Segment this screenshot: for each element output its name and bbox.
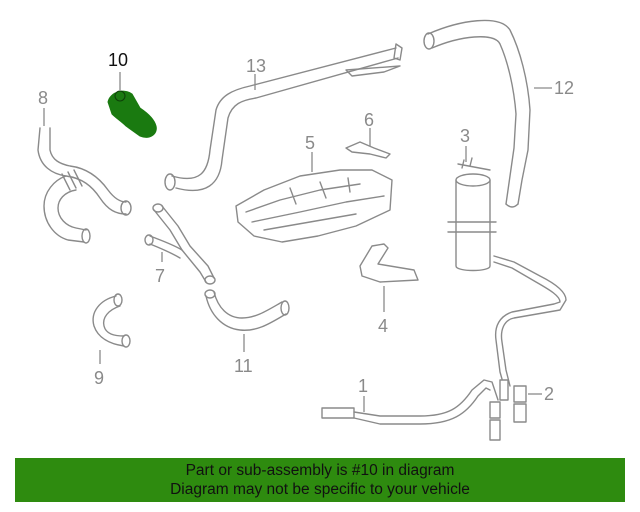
part-11-hose[interactable]: [204, 289, 290, 331]
callout-7: 7: [155, 266, 165, 286]
parts-diagram: 8 13 12 5 6 3 7 9 11 4 2 1 10: [37, 19, 574, 441]
leader-lines: [43, 72, 552, 412]
footer-banner: Part or sub-assembly is #10 in diagram D…: [15, 458, 625, 502]
callout-13: 13: [246, 56, 266, 76]
callout-8: 8: [38, 88, 48, 108]
footer-line-1: Part or sub-assembly is #10 in diagram: [185, 462, 455, 479]
callout-2: 2: [544, 384, 554, 404]
part-4-clip[interactable]: [359, 243, 419, 283]
callout-4: 4: [378, 316, 388, 336]
part-9-hose[interactable]: [92, 293, 131, 348]
footer-line-2: Diagram may not be specific to your vehi…: [170, 481, 470, 498]
callout-5: 5: [305, 133, 315, 153]
part-13-vent-tube[interactable]: [164, 43, 403, 192]
part-2-sensor[interactable]: [493, 255, 567, 423]
callout-10: 10: [108, 50, 128, 70]
callout-1: 1: [358, 376, 368, 396]
part-7-y-pipe[interactable]: [144, 203, 216, 285]
part-10-elbow-hose[interactable]: [107, 90, 157, 138]
callout-3: 3: [460, 126, 470, 146]
part-1-sensor[interactable]: [321, 379, 501, 441]
callout-6: 6: [364, 110, 374, 130]
part-12-hose[interactable]: [423, 19, 531, 208]
part-5-fuel-tank[interactable]: [235, 169, 393, 243]
part-3-canister[interactable]: [447, 157, 497, 272]
callout-12: 12: [554, 78, 574, 98]
callout-9: 9: [94, 368, 104, 388]
part-8-hose[interactable]: [37, 127, 132, 244]
part-6-bracket[interactable]: [345, 141, 391, 159]
callout-11: 11: [234, 356, 253, 376]
